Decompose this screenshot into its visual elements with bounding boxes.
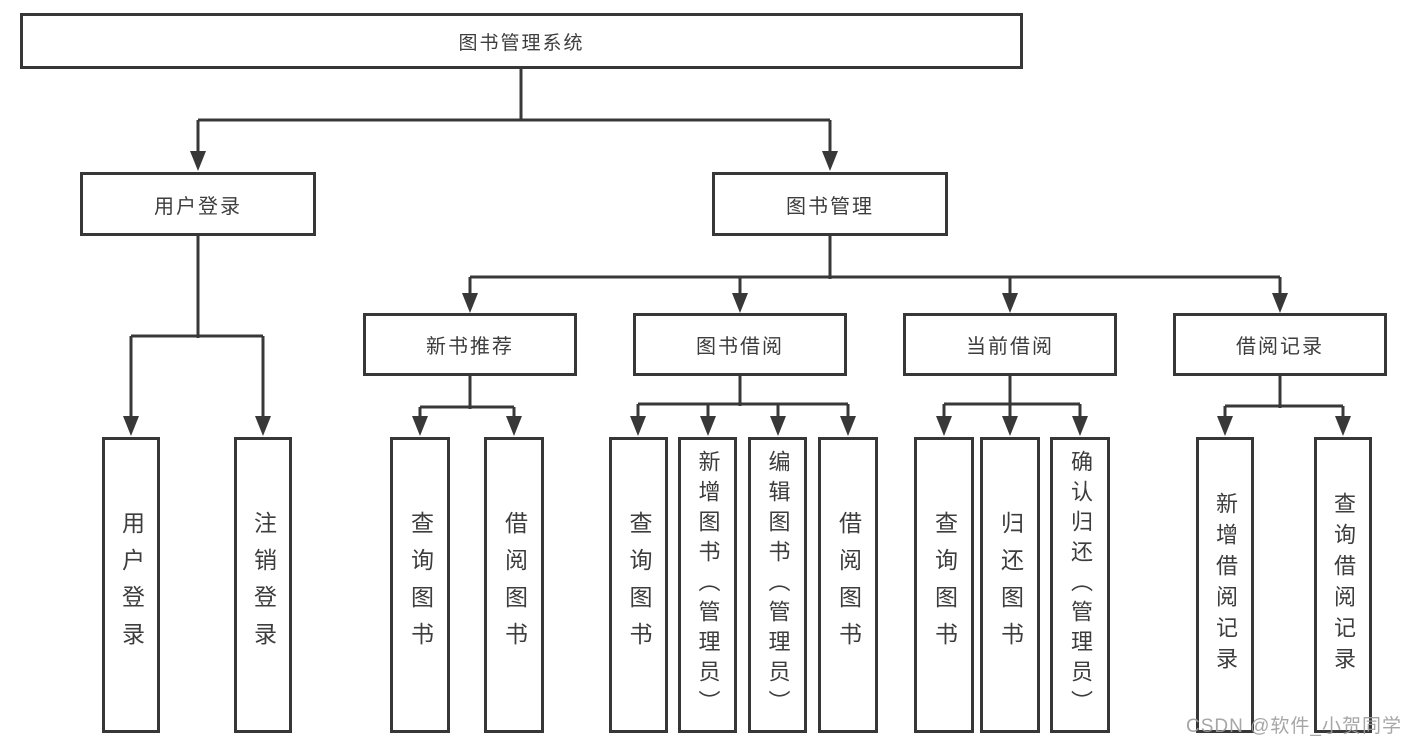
connector-arrowheads [123, 151, 1351, 436]
leaf-borrow-books-recommend: 借阅图书 [484, 437, 544, 733]
leaf-confirm-return-admin: 确认归还（管理员） [1050, 437, 1110, 733]
node-label: 新增借阅记录 [1213, 492, 1238, 678]
leaf-query-books-borrowing: 查询图书 [609, 437, 668, 733]
node-new-book-recommend: 新书推荐 [363, 313, 577, 376]
node-book-management: 图书管理 [712, 172, 948, 236]
node-label: 注销登录 [250, 511, 277, 659]
leaf-borrow-books: 借阅图书 [818, 437, 878, 733]
connector-stems [129, 69, 1345, 418]
leaf-edit-book-admin: 编辑图书（管理员） [748, 437, 807, 733]
node-label: 用户登录 [154, 195, 242, 218]
node-borrowing-records: 借阅记录 [1173, 313, 1387, 376]
leaf-add-borrow-record: 新增借阅记录 [1196, 437, 1254, 733]
node-label: 借阅图书 [835, 511, 862, 659]
leaf-query-books-recommend: 查询图书 [390, 437, 450, 733]
node-label: 查询图书 [407, 511, 434, 659]
node-label: 图书借阅 [696, 336, 784, 358]
node-label: 借阅图书 [501, 511, 528, 659]
csdn-watermark: CSDN @软件_小贺同学 [1186, 716, 1402, 737]
node-book-borrowing: 图书借阅 [633, 313, 847, 376]
node-label: 用户登录 [118, 511, 145, 659]
node-current-borrowing: 当前借阅 [903, 313, 1117, 376]
node-library-management-system: 图书管理系统 [20, 13, 1023, 69]
node-label: 查询图书 [931, 511, 958, 659]
node-label: 确认归还（管理员） [1068, 450, 1093, 720]
node-label: 查询图书 [626, 511, 652, 659]
node-label: 新书推荐 [426, 336, 514, 358]
node-user-login: 用户登录 [80, 172, 316, 236]
node-label: 归还图书 [997, 511, 1024, 659]
leaf-user-login: 用户登录 [102, 437, 160, 733]
leaf-return-books: 归还图书 [980, 437, 1040, 733]
leaf-logout: 注销登录 [234, 437, 292, 733]
node-label: 查询借阅记录 [1331, 492, 1356, 678]
leaf-query-books-current: 查询图书 [914, 437, 974, 733]
leaf-query-borrow-record: 查询借阅记录 [1314, 437, 1372, 733]
node-label: 编辑图书（管理员） [765, 450, 791, 720]
node-label: 新增图书（管理员） [695, 450, 721, 720]
leaf-add-book-admin: 新增图书（管理员） [678, 437, 737, 733]
node-label: 当前借阅 [966, 336, 1054, 358]
node-label: 图书管理系统 [458, 32, 585, 54]
node-label: 借阅记录 [1236, 336, 1324, 358]
node-label: 图书管理 [786, 195, 874, 218]
